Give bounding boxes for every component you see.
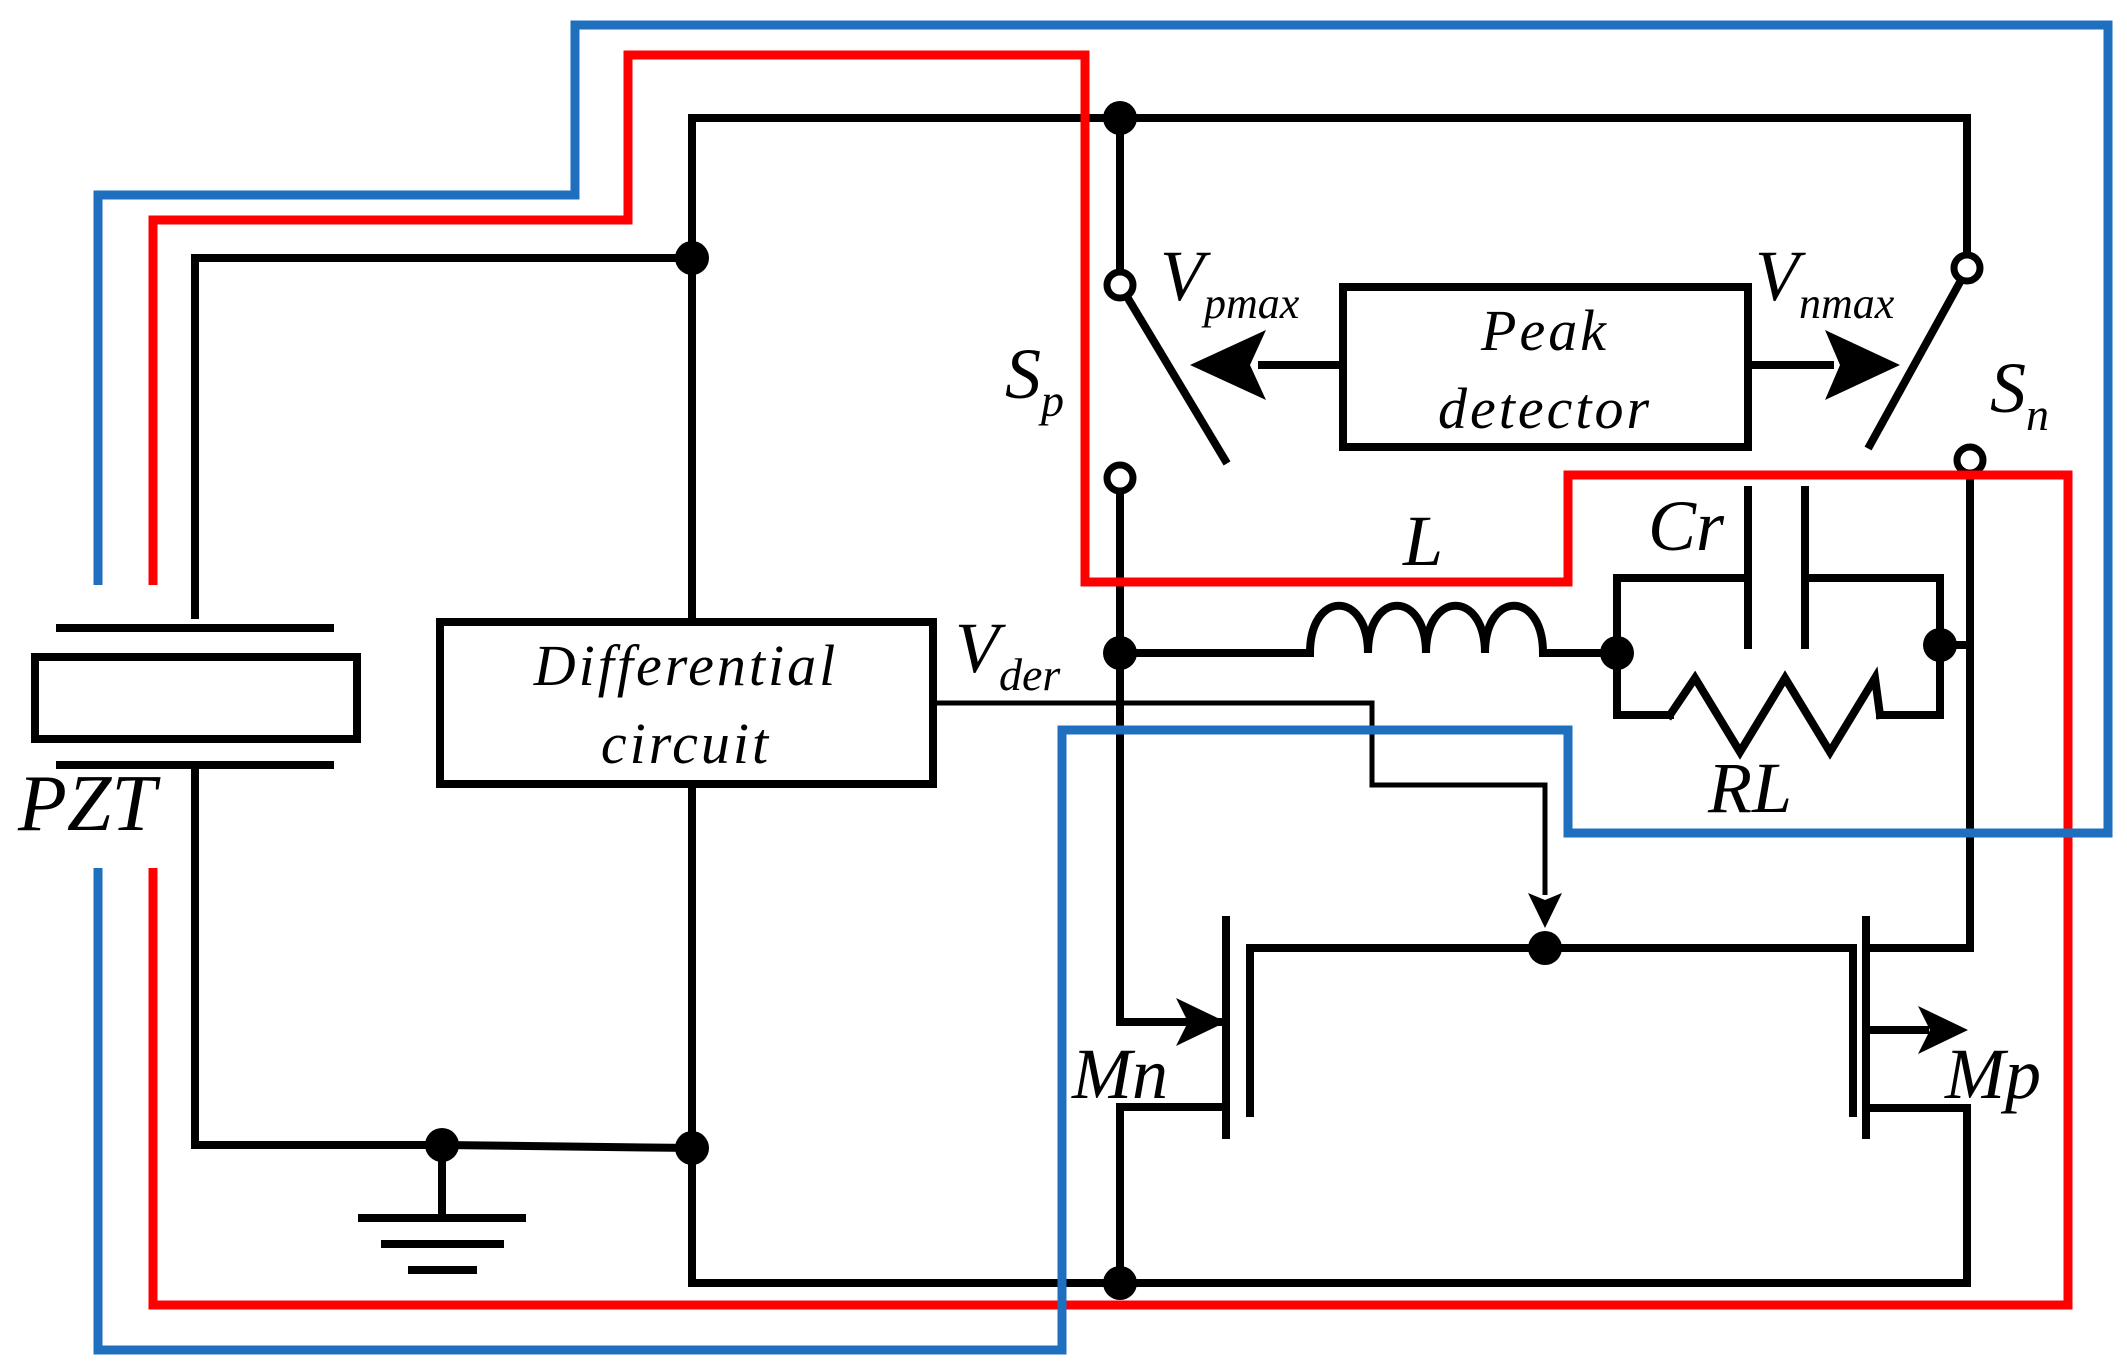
differential-circuit-box xyxy=(436,618,937,788)
resistor-rl xyxy=(1664,666,1885,760)
vnmax-label: Vnmax xyxy=(1755,236,1895,328)
inductor-coil xyxy=(1305,601,1548,658)
mp-label: Mp xyxy=(1944,1034,2041,1114)
mosfet-mn xyxy=(1116,916,1254,1139)
blue-current-path xyxy=(93,20,2113,1355)
peak-detector-label-line1: Peak xyxy=(1480,298,1609,363)
inductor-label: L xyxy=(1402,501,1443,581)
red-current-path xyxy=(148,50,2073,1310)
differential-label-line1: Differential xyxy=(533,633,838,698)
ground-symbol xyxy=(358,1214,526,1274)
capacitor-label: Cr xyxy=(1648,486,1725,566)
switch-terminals xyxy=(1103,251,1987,495)
pzt-element xyxy=(31,624,361,769)
resistor-label: RL xyxy=(1707,748,1792,828)
sn-label: Sn xyxy=(1990,348,2049,440)
pzt-label: PZT xyxy=(17,760,161,848)
sp-label: Sp xyxy=(1005,334,1064,426)
junction-dots xyxy=(425,101,1957,1300)
gate-arrow xyxy=(1528,893,1562,928)
vpmax-label: Vpmax xyxy=(1160,236,1300,328)
peak-arrows xyxy=(1190,330,1900,400)
peak-detector-label-line2: detector xyxy=(1438,376,1652,441)
mosfet-mp xyxy=(1849,916,1968,1139)
vder-label: Vder xyxy=(955,608,1061,700)
differential-label-line2: circuit xyxy=(601,711,771,776)
capacitor-cr xyxy=(1744,486,1809,649)
mn-label: Mn xyxy=(1071,1034,1168,1114)
